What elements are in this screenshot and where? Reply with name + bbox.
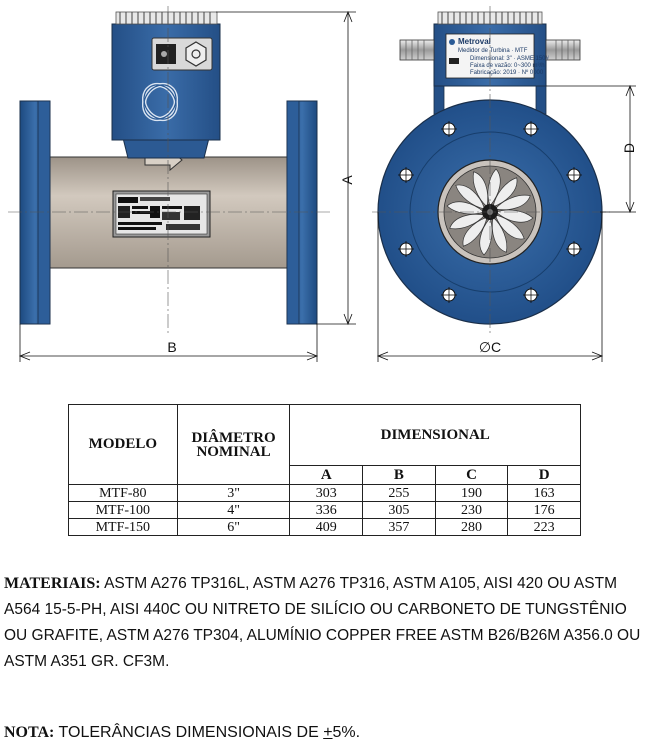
cell-a: 336: [289, 501, 364, 519]
dim-label-c: ∅C: [479, 339, 501, 355]
plate-brand: Metroval: [458, 37, 491, 46]
header-diametro: DIÂMETRO NOMINAL: [176, 404, 291, 485]
cell-diametro: 3": [176, 484, 291, 502]
header-col-d: D: [507, 465, 581, 485]
cell-a: 409: [289, 518, 364, 536]
header-col-b: B: [362, 465, 436, 485]
dim-label-b: B: [167, 339, 176, 355]
cell-modelo: MTF-80: [68, 484, 178, 502]
plate-product: Medidor de Turbina · MTF: [458, 48, 528, 54]
plus-minus-symbol: +: [323, 724, 333, 741]
cell-b: 305: [362, 501, 436, 519]
materials-text: ASTM A276 TP316L, ASTM A276 TP316, ASTM …: [4, 575, 641, 670]
note-label: NOTA:: [4, 724, 55, 741]
table-row: MTF-80 3" 303 255 190 163: [68, 484, 581, 502]
cell-c: 230: [434, 501, 509, 519]
note-paragraph: NOTA: TOLERÂNCIAS DIMENSIONAIS DE +5%.: [4, 724, 644, 742]
diameter-symbol: ∅: [479, 339, 491, 355]
note-value: 5%.: [332, 724, 361, 741]
header-col-c: C: [434, 465, 509, 485]
dim-label-d: D: [621, 143, 637, 153]
note-text: TOLERÂNCIAS DIMENSIONAIS DE: [58, 724, 319, 741]
table-row: MTF-150 6" 409 357 280 223: [68, 518, 581, 536]
cell-modelo: MTF-150: [68, 518, 178, 536]
cable-gland-left: [399, 39, 435, 61]
header-col-a: A: [289, 465, 364, 485]
cell-diametro: 4": [176, 501, 291, 519]
materials-paragraph: MATERIAIS: ASTM A276 TP316L, ASTM A276 T…: [4, 571, 644, 675]
cable-gland-right: [545, 39, 581, 61]
cell-diametro: 6": [176, 518, 291, 536]
nut-icon: [185, 41, 207, 67]
side-view: A B: [8, 6, 356, 362]
cell-a: 303: [289, 484, 364, 502]
plate-line-2: Faixa de vazão: 0~300 m³/h: [470, 63, 545, 69]
dimensions-table: MODELO DIÂMETRO NOMINAL DIMENSIONAL A B …: [68, 404, 581, 536]
header-dimensional: DIMENSIONAL: [289, 404, 581, 466]
header-modelo: MODELO: [68, 404, 178, 485]
cell-d: 223: [507, 518, 581, 536]
technical-drawing: A B: [8, 6, 637, 362]
cell-c: 190: [434, 484, 509, 502]
plate-logo-icon: [449, 39, 459, 64]
dim-letter-c: C: [491, 339, 501, 355]
plate-line-1: Dimensional: 3" · ASME 150#: [470, 56, 549, 62]
plate-line-3: Fabricação: 2019 · Nº 0000: [470, 69, 544, 76]
cell-c: 280: [434, 518, 509, 536]
cell-d: 163: [507, 484, 581, 502]
front-view: Metroval Medidor de Turbina · MTF Dimens…: [372, 6, 637, 362]
cell-d: 176: [507, 501, 581, 519]
dim-label-a: A: [339, 175, 355, 185]
cell-b: 357: [362, 518, 436, 536]
metroval-logo-icon: [141, 82, 179, 122]
cell-modelo: MTF-100: [68, 501, 178, 519]
nameplate: [112, 190, 211, 238]
materials-label: MATERIAIS:: [4, 575, 101, 592]
table-row: MTF-100 4" 336 305 230 176: [68, 501, 581, 519]
cell-b: 255: [362, 484, 436, 502]
